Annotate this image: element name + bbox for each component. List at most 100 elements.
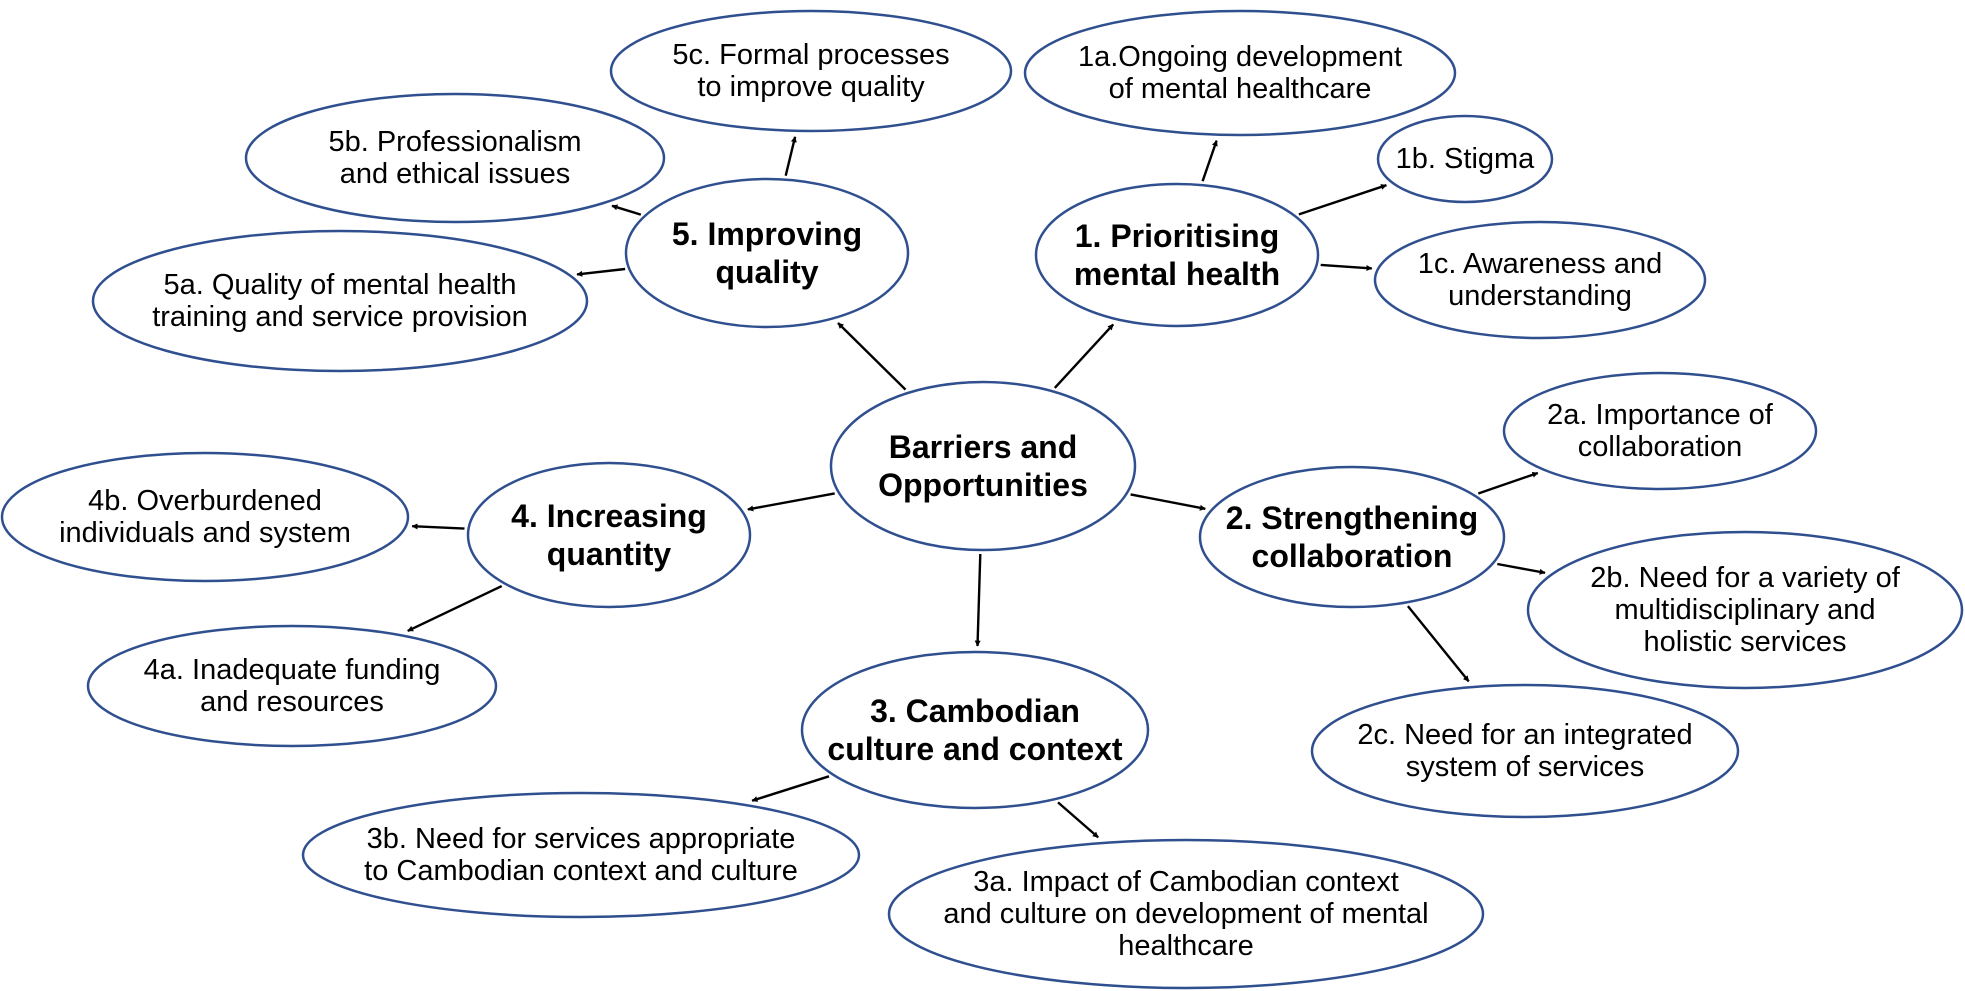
arrow-t2-to-s2b <box>1497 562 1546 575</box>
subtheme-label-line: 2c. Need for an integrated <box>1357 719 1692 751</box>
theme-label-line: 1. Prioritising <box>1075 218 1279 254</box>
theme-label-line: 5. Improving <box>672 216 862 252</box>
center-label-line: Barriers and <box>889 429 1078 465</box>
subtheme-ellipse-s3a <box>887 838 1485 990</box>
subtheme-ellipse-s1b <box>1376 114 1554 204</box>
subtheme-ellipse-s1a <box>1023 9 1457 137</box>
theme-label-line: collaboration <box>1252 538 1453 574</box>
subtheme-ellipse-s2a <box>1502 371 1818 491</box>
arrow-center-to-t4 <box>747 492 835 512</box>
arrow-t4-to-s4b <box>411 523 465 530</box>
theme-label-line: mental health <box>1074 256 1280 292</box>
theme-ellipse-t5 <box>624 177 910 329</box>
subtheme-label-line: system of services <box>1406 751 1645 783</box>
subtheme-label-line: and resources <box>200 686 384 718</box>
subtheme-label-line: multidisciplinary and <box>1614 594 1875 626</box>
subtheme-ellipse-s2b <box>1526 530 1964 690</box>
theme-label-line: 4. Increasing <box>511 498 707 534</box>
subtheme-label-line: 1c. Awareness and <box>1418 248 1663 280</box>
subtheme-ellipse-s5a <box>91 229 589 373</box>
subtheme-label-line: of mental healthcare <box>1109 73 1372 105</box>
arrow-t1-to-s1b <box>1298 184 1387 216</box>
subtheme-label-line: collaboration <box>1578 431 1742 463</box>
arrow-t3-to-s3b <box>751 775 830 802</box>
subtheme-label-line: 1b. Stigma <box>1396 143 1535 175</box>
arrow-t2-to-s2a <box>1477 471 1539 495</box>
theme-ellipse-t4 <box>466 461 752 609</box>
subtheme-label-line: individuals and system <box>59 517 351 549</box>
subtheme-ellipse-s4b <box>0 451 410 583</box>
subtheme-label-line: 2b. Need for a variety of <box>1590 562 1900 594</box>
subtheme-node-s1b: 1b. Stigma <box>1376 114 1554 204</box>
subtheme-ellipse-s5c <box>609 9 1013 133</box>
center-ellipse-center <box>829 380 1137 552</box>
theme-ellipse-t3 <box>800 650 1150 810</box>
theme-label-line: 2. Strengthening <box>1226 500 1478 536</box>
subtheme-label-line: healthcare <box>1118 930 1253 962</box>
subtheme-label-line: 5b. Professionalism <box>328 126 581 158</box>
subtheme-label-line: 3a. Impact of Cambodian context <box>973 866 1399 898</box>
arrow-t1-to-s1a <box>1201 140 1218 182</box>
arrow-t5-to-s5a <box>576 267 626 277</box>
subtheme-label-line: and culture on development of mental <box>943 898 1428 930</box>
subtheme-label-line: 5c. Formal processes <box>672 39 949 71</box>
arrow-center-to-t1 <box>1053 323 1115 389</box>
arrow-t2-to-s2c <box>1406 605 1470 683</box>
subtheme-label-line: understanding <box>1448 280 1632 312</box>
arrow-t4-to-s4a <box>407 585 503 632</box>
theme-label-line: quality <box>715 254 818 290</box>
subtheme-ellipse-s4a <box>86 624 498 748</box>
center-label-line: Opportunities <box>878 467 1088 503</box>
subtheme-label-line: to Cambodian context and culture <box>364 855 798 887</box>
subtheme-label-line: 2a. Importance of <box>1547 399 1774 431</box>
subtheme-label-s1b: 1b. Stigma <box>1396 143 1535 175</box>
edges <box>407 136 1546 839</box>
arrow-center-to-t5 <box>837 322 907 391</box>
arrow-t1-to-s1c <box>1320 263 1373 272</box>
subtheme-ellipse-s5b <box>244 92 666 224</box>
arrow-center-to-t2 <box>1130 493 1206 511</box>
subtheme-label-line: 5a. Quality of mental health <box>163 269 516 301</box>
arrow-center-to-t3 <box>974 553 982 647</box>
subtheme-ellipse-s3b <box>301 791 861 919</box>
subtheme-ellipse-s1c <box>1373 220 1707 340</box>
arrow-t5-to-s5c <box>784 136 797 176</box>
theme-label-line: culture and context <box>827 731 1123 767</box>
subtheme-label-line: 1a.Ongoing development <box>1078 41 1402 73</box>
arrow-t3-to-s3a <box>1057 801 1099 839</box>
subtheme-ellipse-s2c <box>1310 683 1740 819</box>
theme-label-line: quantity <box>547 536 672 572</box>
theme-ellipse-t2 <box>1198 465 1506 609</box>
subtheme-label-line: and ethical issues <box>340 158 571 190</box>
